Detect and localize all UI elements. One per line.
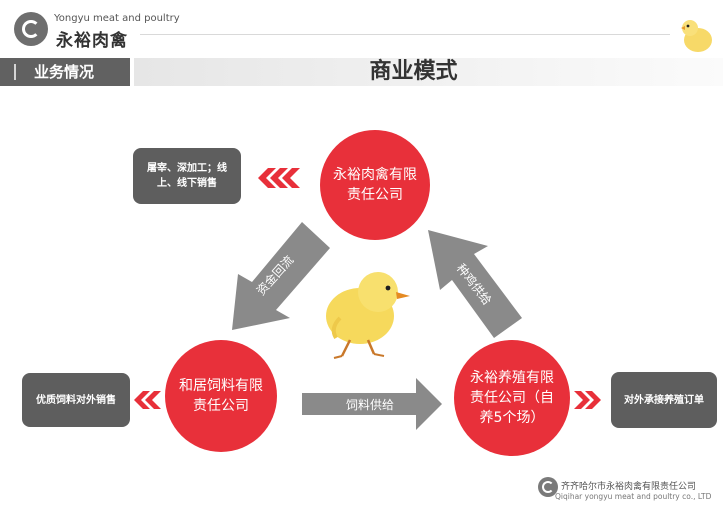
- chevron-right-icon: [574, 391, 601, 409]
- chick-corner-icon: [681, 20, 712, 52]
- node-yongyu-breeding: 永裕养殖有限责任公司（自养5个场）: [454, 340, 570, 456]
- box-feed-sales: 优质饲料对外销售: [22, 373, 130, 427]
- node-yongyu-poultry: 永裕肉禽有限责任公司: [320, 130, 430, 240]
- section-tab: 业务情况: [0, 58, 130, 86]
- box-slaughter-sales: 屠宰、深加工；线上、线下销售: [133, 148, 241, 204]
- section-title-bar: [134, 58, 723, 86]
- arrow-feed-supply: [302, 378, 442, 430]
- chevron-left-icon: [134, 391, 161, 409]
- arrow-breeder-supply: [428, 230, 522, 338]
- footer-logo-icon: [538, 477, 558, 497]
- logo-english-name: Yongyu meat and poultry: [54, 13, 180, 24]
- slide-title: 商业模式: [369, 59, 458, 84]
- header-divider: [140, 34, 670, 35]
- section-tab-marker: [14, 64, 16, 80]
- footer-company-en: Qiqihar yongyu meat and poultry co., LTD: [555, 492, 712, 501]
- footer-company-cn: 齐齐哈尔市永裕肉禽有限责任公司: [561, 482, 697, 492]
- arrow-label-feed-supply: 饲料供给: [346, 398, 394, 412]
- node-heju-feed: 和居饲料有限责任公司: [165, 340, 277, 452]
- logo-chinese-name: 永裕肉禽: [56, 31, 128, 51]
- arrow-capital-return: [232, 222, 330, 330]
- chick-illustration: [326, 272, 410, 359]
- company-logo-icon: [14, 12, 48, 46]
- chevron-left-icon: [258, 168, 300, 188]
- box-breeding-orders: 对外承接养殖订单: [611, 372, 717, 428]
